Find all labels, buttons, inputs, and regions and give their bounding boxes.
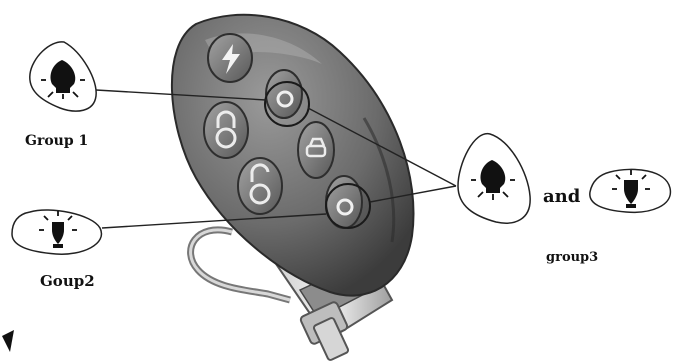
remote-button-lightning[interactable] — [208, 34, 252, 82]
bubble-group2 — [12, 210, 101, 254]
label-and: and — [543, 186, 580, 207]
remote-button-unlock[interactable] — [238, 158, 282, 214]
remote-button-car[interactable] — [298, 122, 334, 178]
label-group3: group3 — [546, 250, 598, 265]
label-group2: Goup2 — [40, 272, 95, 290]
remote-button-light-top[interactable] — [266, 70, 302, 118]
edge-mark — [2, 330, 14, 352]
bubble-group3-off — [590, 169, 671, 212]
label-group1: Group 1 — [25, 133, 88, 149]
bubble-group1 — [30, 42, 96, 111]
bubble-group3-on — [458, 134, 530, 223]
remote-button-lock[interactable] — [204, 102, 248, 158]
